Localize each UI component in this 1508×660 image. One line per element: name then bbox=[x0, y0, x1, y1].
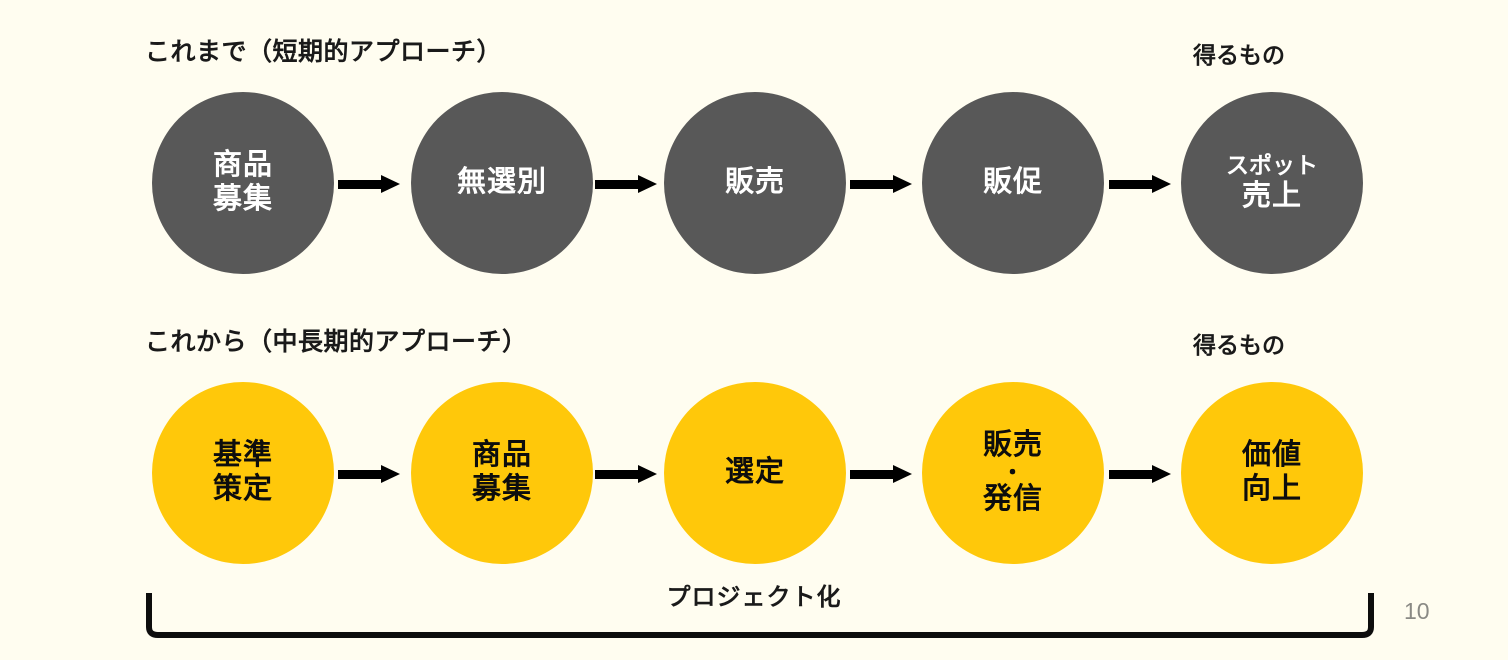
arrow-shaft bbox=[595, 470, 640, 479]
flow-arrow-icon bbox=[1109, 465, 1171, 483]
flow-node-label: 向上 bbox=[1241, 473, 1302, 505]
arrow-head bbox=[1152, 175, 1171, 193]
outcome-label-past: 得るもの bbox=[1193, 42, 1285, 68]
flow-row-future: 基準 策定 商品 募集 選定 販売 ・ 発信 bbox=[0, 373, 1508, 573]
flow-node-label: 売上 bbox=[1241, 179, 1302, 212]
flow-node-label: 募集 bbox=[212, 183, 273, 215]
project-bracket-label: プロジェクト化 bbox=[666, 584, 842, 611]
flow-node-future-5[interactable]: 価値 向上 bbox=[1181, 382, 1363, 564]
arrow-shaft bbox=[1109, 180, 1154, 189]
flow-node-label: 商品 bbox=[212, 149, 273, 182]
flow-node-label: 募集 bbox=[471, 473, 532, 505]
arrow-head bbox=[638, 175, 657, 193]
flow-node-label: 販促 bbox=[982, 166, 1043, 199]
flow-arrow-icon bbox=[595, 175, 657, 193]
flow-node-label: 策定 bbox=[212, 473, 273, 505]
arrow-shaft bbox=[1109, 470, 1154, 479]
flow-arrow-icon bbox=[850, 175, 912, 193]
flow-node-label: 商品 bbox=[471, 439, 532, 472]
flow-row-past: 商品 募集 無選別 販売 販促 スポット bbox=[0, 83, 1508, 283]
flow-arrow-icon bbox=[850, 465, 912, 483]
flow-node-label: 販売 bbox=[724, 166, 785, 199]
flow-node-future-1[interactable]: 基準 策定 bbox=[152, 382, 334, 564]
flow-node-future-2[interactable]: 商品 募集 bbox=[411, 382, 593, 564]
flow-node-label: 販売 bbox=[982, 429, 1043, 462]
arrow-shaft bbox=[850, 470, 895, 479]
flow-arrow-icon bbox=[595, 465, 657, 483]
arrow-head bbox=[638, 465, 657, 483]
flow-node-past-3[interactable]: 販売 bbox=[664, 92, 846, 274]
outcome-label-future: 得るもの bbox=[1193, 332, 1285, 358]
arrow-shaft bbox=[338, 470, 383, 479]
section-heading-future: これから（中長期的アプローチ） bbox=[145, 328, 528, 356]
project-bracket-icon bbox=[140, 588, 1380, 643]
flow-node-future-3[interactable]: 選定 bbox=[664, 382, 846, 564]
flow-node-label: 基準 bbox=[212, 439, 273, 472]
arrow-head bbox=[1152, 465, 1171, 483]
flow-node-past-1[interactable]: 商品 募集 bbox=[152, 92, 334, 274]
flow-arrow-icon bbox=[1109, 175, 1171, 193]
flow-node-label: 価値 bbox=[1241, 439, 1302, 472]
arrow-shaft bbox=[595, 180, 640, 189]
flow-node-label: 選定 bbox=[724, 456, 785, 489]
arrow-shaft bbox=[850, 180, 895, 189]
flow-node-past-2[interactable]: 無選別 bbox=[411, 92, 593, 274]
flow-arrow-icon bbox=[338, 175, 400, 193]
flow-node-label: ・ bbox=[1001, 460, 1025, 486]
arrow-head bbox=[893, 175, 912, 193]
arrow-head bbox=[381, 175, 400, 193]
page-number: 10 bbox=[1404, 598, 1430, 624]
flow-arrow-icon bbox=[338, 465, 400, 483]
flow-node-label: スポット bbox=[1226, 152, 1318, 179]
flow-node-past-5[interactable]: スポット 売上 bbox=[1181, 92, 1363, 274]
arrow-shaft bbox=[338, 180, 383, 189]
arrow-head bbox=[893, 465, 912, 483]
flow-node-label: 無選別 bbox=[456, 166, 547, 199]
flow-node-past-4[interactable]: 販促 bbox=[922, 92, 1104, 274]
section-heading-past: これまで（短期的アプローチ） bbox=[145, 38, 503, 66]
flow-node-label: 発信 bbox=[982, 482, 1043, 515]
flow-node-future-4[interactable]: 販売 ・ 発信 bbox=[922, 382, 1104, 564]
arrow-head bbox=[381, 465, 400, 483]
